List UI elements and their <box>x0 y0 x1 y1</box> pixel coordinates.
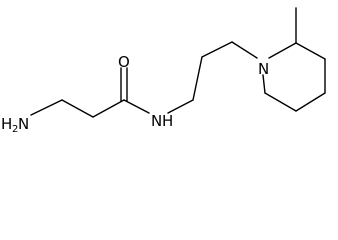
bond-c3-c4 <box>192 56 203 101</box>
molecule-structure: H 2 N O N H N <box>1 7 326 135</box>
amine-h-label: H <box>1 115 12 133</box>
bond-carbonyl-amide-n <box>123 99 150 114</box>
bond-ring-c4-c5 <box>295 92 326 112</box>
bond-ring-c6-n <box>262 74 266 94</box>
bond-amide-n-c3 <box>167 99 194 114</box>
bond-c5-ring-n <box>231 41 258 59</box>
bond-ring-c2-c3 <box>295 42 326 60</box>
bond-amine-c1 <box>30 99 63 116</box>
ring-nitrogen-label: N <box>258 60 269 78</box>
amine-subscript-label: 2 <box>12 124 18 135</box>
carbonyl-oxygen-label: O <box>118 53 130 71</box>
amide-nitrogen-label: N <box>151 112 162 130</box>
bond-ring-n-c2 <box>268 42 297 59</box>
amide-hydrogen-label: H <box>162 112 173 130</box>
bond-c1-c2 <box>61 99 94 118</box>
amine-n-label: N <box>18 115 29 133</box>
bond-c2-carbonyl <box>92 99 125 118</box>
bond-c4-c5 <box>201 41 233 58</box>
bond-ring-c5-c6 <box>264 92 297 112</box>
